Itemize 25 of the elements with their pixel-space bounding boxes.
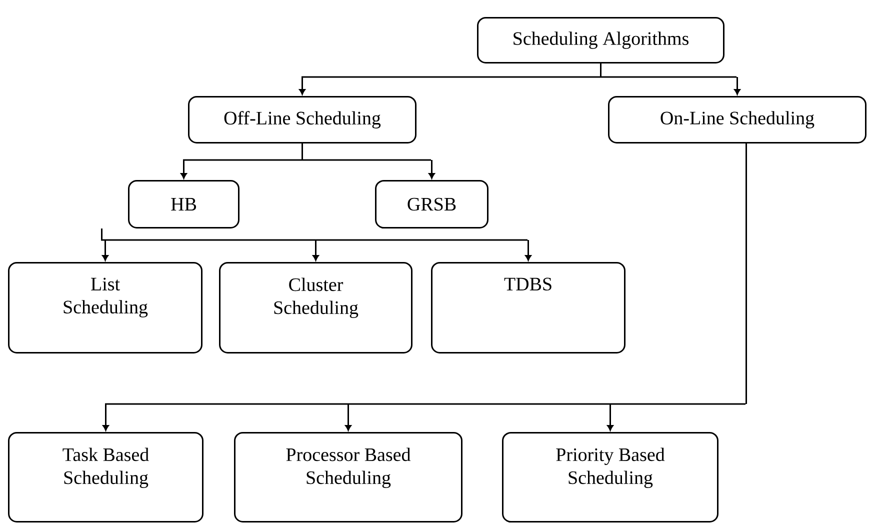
process-box: Scheduling Algorithms bbox=[477, 17, 724, 64]
arrow bbox=[102, 404, 109, 431]
arrow bbox=[525, 240, 532, 261]
process-box: Processor Based Scheduling bbox=[234, 432, 462, 522]
connector-line bbox=[104, 142, 747, 405]
arrow bbox=[180, 160, 187, 179]
arrow bbox=[312, 240, 319, 261]
arrow bbox=[299, 77, 306, 95]
arrow bbox=[345, 404, 352, 431]
process-box: GRSB bbox=[375, 180, 488, 228]
connector-line bbox=[100, 228, 528, 241]
process-box: Cluster Scheduling bbox=[219, 262, 412, 354]
process-box: Priority Based Scheduling bbox=[502, 432, 718, 522]
process-box: HB bbox=[128, 180, 240, 228]
process-box: On-Line Scheduling bbox=[608, 96, 866, 144]
process-box: TDBS bbox=[431, 262, 626, 354]
arrow bbox=[102, 240, 108, 261]
connector-line bbox=[300, 62, 738, 78]
arrow bbox=[428, 160, 435, 179]
process-box: Task Based Scheduling bbox=[8, 432, 204, 522]
process-box: List Scheduling bbox=[8, 262, 202, 354]
connector-line bbox=[182, 142, 432, 161]
arrow bbox=[607, 404, 614, 431]
arrow bbox=[734, 77, 740, 95]
process-box: Off-Line Scheduling bbox=[188, 96, 416, 144]
